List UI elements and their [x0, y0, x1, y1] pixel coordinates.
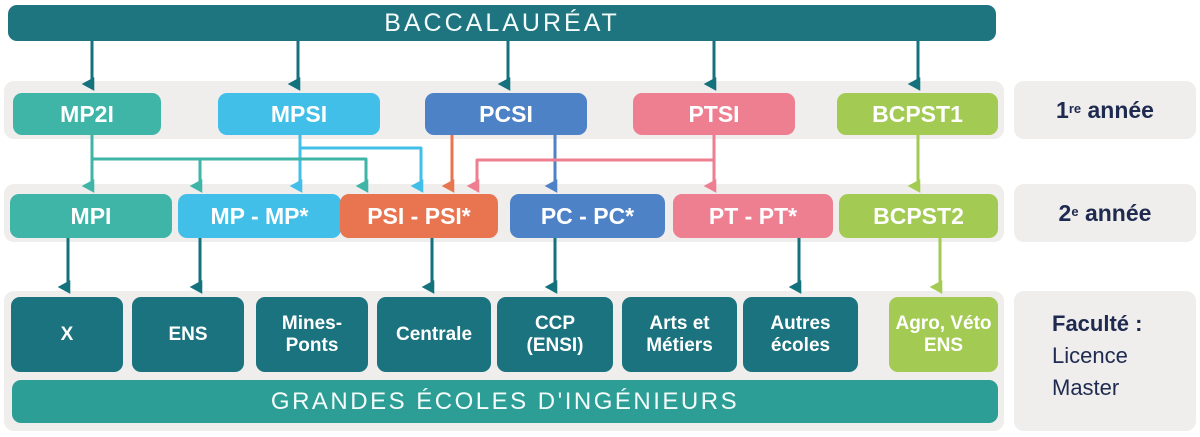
node-arts-metiers: Arts et Métiers: [622, 297, 737, 372]
year2-superscript: e: [1071, 203, 1079, 219]
node-agro-veto-ens: Agro, Véto ENS: [889, 297, 998, 372]
node-ccp-ensi: CCP (ENSI): [497, 297, 613, 372]
node-mpsi: MPSI: [218, 93, 380, 135]
node-centrale: Centrale: [377, 297, 491, 372]
node-ptsi: PTSI: [633, 93, 795, 135]
node-bcpst2: BCPST2: [839, 194, 998, 238]
node-mp-mp: MP - MP*: [178, 194, 341, 238]
faculty-title: Faculté :: [1052, 311, 1143, 336]
faculty-master: Master: [1052, 375, 1120, 400]
grandes-ecoles-bar: GRANDES ÉCOLES D'INGÉNIEURS: [12, 380, 998, 423]
band-year2-label: [1014, 184, 1196, 242]
node-pcsi: PCSI: [425, 93, 587, 135]
year1-superscript: re: [1068, 100, 1082, 116]
node-autres-ecoles: Autres écoles: [743, 297, 858, 372]
node-ens: ENS: [132, 297, 244, 372]
node-bcpst1: BCPST1: [837, 93, 998, 135]
grandes-ecoles-title: GRANDES ÉCOLES D'INGÉNIEURS: [270, 387, 740, 415]
node-mp2i: MP2I: [13, 93, 161, 135]
node-mpi: MPI: [10, 194, 172, 238]
node-x: X: [11, 297, 123, 372]
baccalaureat-title: BACCALAURÉAT: [384, 8, 620, 37]
label-faculty: Faculté : Licence Master: [1052, 308, 1142, 404]
node-pt-pt: PT - PT*: [673, 194, 833, 238]
baccalaureat-bar: BACCALAURÉAT: [8, 5, 996, 41]
band-year1-label: [1014, 81, 1196, 139]
node-pc-pc: PC - PC*: [510, 194, 665, 238]
node-psi-psi: PSI - PSI*: [340, 194, 498, 238]
node-mines-ponts: Mines- Ponts: [256, 297, 368, 372]
faculty-licence: Licence: [1052, 343, 1128, 368]
band-faculty-label: [1014, 291, 1196, 431]
